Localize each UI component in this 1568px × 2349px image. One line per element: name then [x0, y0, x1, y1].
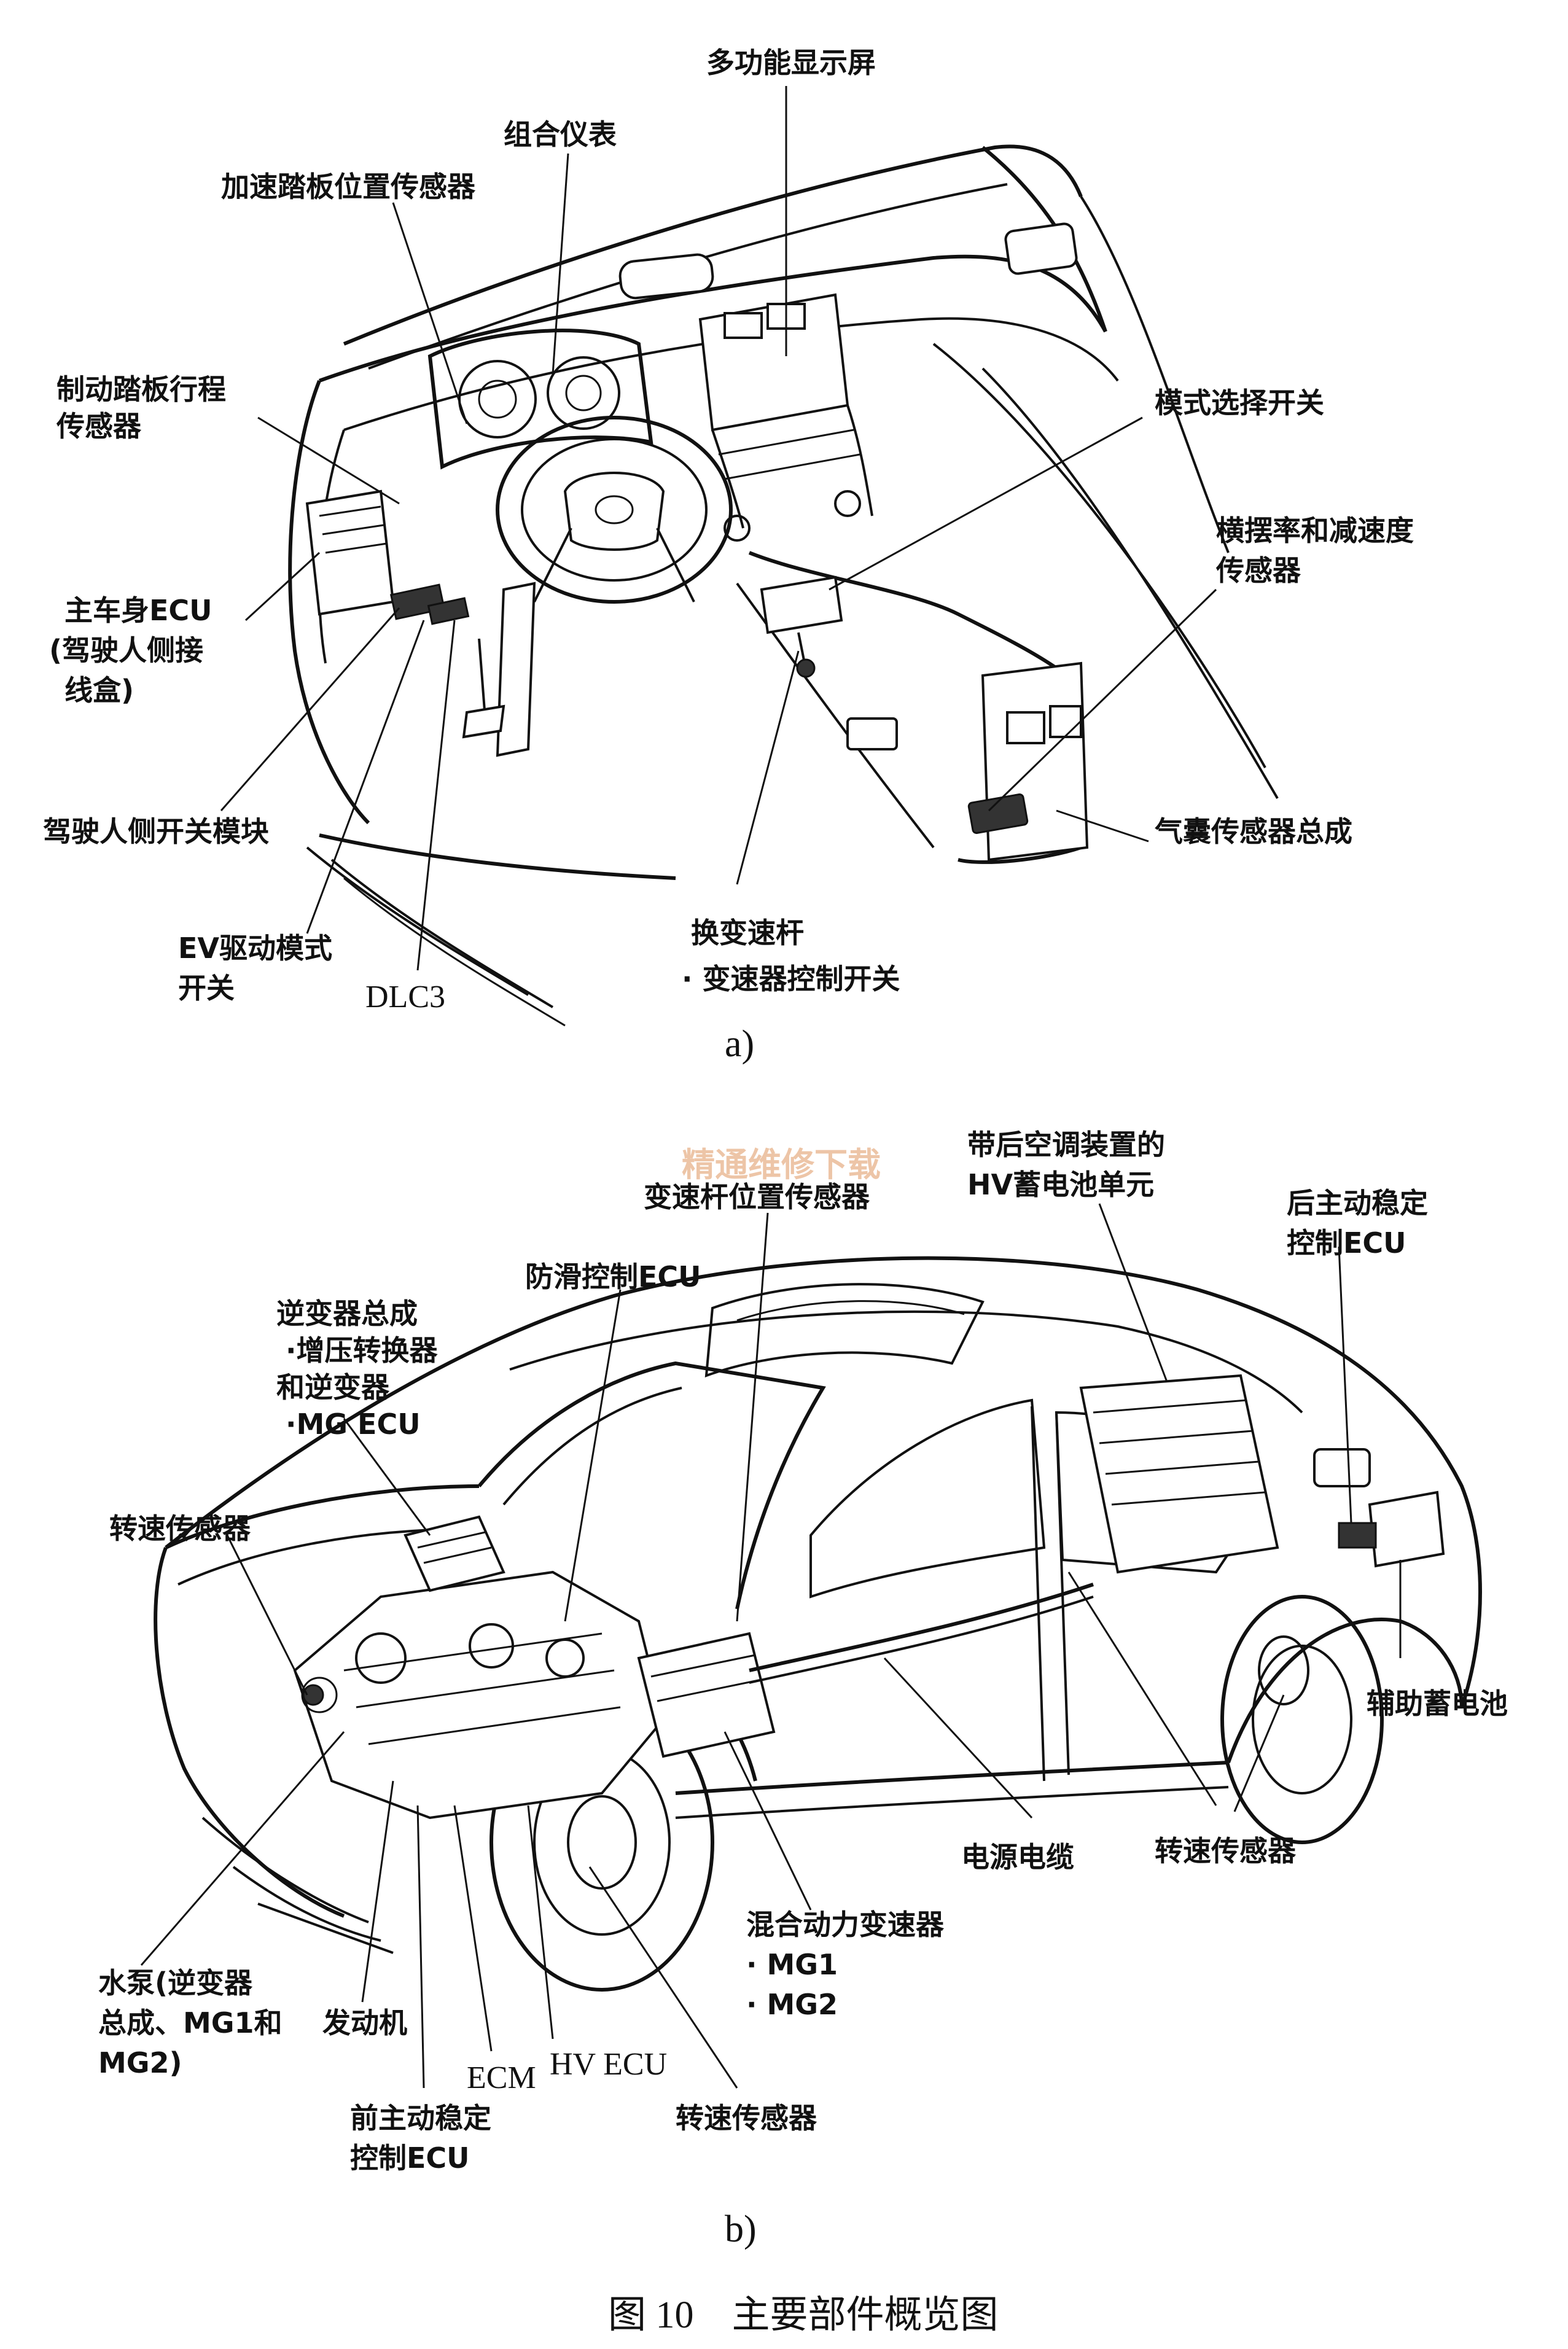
label-hv-battery-2: HV蓄电池单元 — [967, 1168, 1154, 1201]
label-rear-stabilizer-ecu-2: 控制ECU — [1287, 1226, 1406, 1260]
label-inverter-3: 和逆变器 — [276, 1371, 390, 1404]
label-inverter-4: ·MG ECU — [286, 1408, 421, 1441]
label-speed-sensor-front-right: 转速传感器 — [676, 2102, 817, 2135]
label-rear-stabilizer-ecu-1: 后主动稳定 — [1287, 1186, 1428, 1220]
label-main-body-ecu-2: (驾驶人侧接 — [49, 634, 203, 667]
labels-b: 变速杆位置传感器 带后空调装置的 HV蓄电池单元 后主动稳定 控制ECU 防滑控… — [98, 1128, 1508, 2250]
label-front-stabilizer-ecu-1: 前主动稳定 — [350, 2102, 491, 2135]
label-brake-stroke-sensor-2: 传感器 — [56, 410, 142, 443]
leader-lines-b — [140, 1203, 1402, 2089]
label-brake-stroke-sensor-1: 制动踏板行程 — [57, 373, 226, 406]
caption-b: b) — [725, 2208, 757, 2250]
label-yaw-decel-sensor-1: 横摆率和减速度 — [1216, 514, 1414, 547]
label-airbag-sensor: 气囊传感器总成 — [1155, 815, 1352, 848]
label-main-body-ecu-1: 主车身ECU — [64, 594, 213, 627]
label-inverter-1: 逆变器总成 — [276, 1297, 418, 1330]
label-aux-battery: 辅助蓄电池 — [1367, 1687, 1508, 1720]
caption-a: a) — [725, 1023, 754, 1065]
label-driver-switch-module: 驾驶人侧开关模块 — [43, 815, 269, 848]
label-hv-ecu: HV ECU — [550, 2047, 667, 2082]
dashboard-illustration — [288, 144, 1279, 1027]
label-ev-mode-switch-2: 开关 — [178, 972, 235, 1005]
label-multi-display: 多功能显示屏 — [706, 46, 876, 79]
leader-lines-a — [220, 86, 1217, 971]
label-engine: 发动机 — [322, 2006, 407, 2039]
watermark: 精通维修下载 — [682, 1145, 881, 1184]
label-shift-position-sensor: 变速杆位置传感器 — [644, 1180, 870, 1213]
label-water-pump-1: 水泵(逆变器 — [98, 1966, 253, 2000]
label-hv-battery-1: 带后空调装置的 — [967, 1128, 1165, 1161]
label-inverter-2: ·增压转换器 — [286, 1334, 438, 1367]
label-water-pump-3: MG2) — [98, 2046, 182, 2079]
label-skid-control-ecu: 防滑控制ECU — [525, 1260, 701, 1293]
label-trans-control-switch: · 变速器控制开关 — [682, 962, 900, 995]
label-mode-select-switch: 模式选择开关 — [1155, 386, 1324, 419]
label-mg1: · MG1 — [746, 1948, 838, 1981]
label-dlc3: DLC3 — [365, 980, 445, 1015]
vehicle-illustration — [154, 1256, 1482, 1992]
label-mg2: · MG2 — [746, 1988, 838, 2021]
label-accel-pedal-sensor: 加速踏板位置传感器 — [221, 170, 476, 203]
label-speed-sensor-rear: 转速传感器 — [1155, 1834, 1297, 1868]
label-yaw-decel-sensor-2: 传感器 — [1215, 554, 1301, 587]
label-combination-meter: 组合仪表 — [504, 118, 617, 151]
label-power-cable: 电源电缆 — [961, 1841, 1074, 1874]
label-front-stabilizer-ecu-2: 控制ECU — [350, 2141, 470, 2175]
labels-a: 多功能显示屏 组合仪表 加速踏板位置传感器 制动踏板行程 传感器 模式选择开关 … — [43, 46, 1414, 1065]
label-speed-sensor-front-left: 转速传感器 — [109, 1512, 251, 1545]
label-shift-lever: 换变速杆 — [691, 916, 804, 949]
label-hybrid-transmission: 混合动力变速器 — [746, 1908, 945, 1941]
label-ev-mode-switch-1: EV驱动模式 — [178, 932, 332, 965]
label-ecm: ECM — [467, 2060, 536, 2095]
label-main-body-ecu-3: 线盒) — [64, 674, 134, 707]
figure-caption: 图 10 主要部件概览图 — [608, 2294, 999, 2336]
label-water-pump-2: 总成、MG1和 — [98, 2006, 283, 2039]
